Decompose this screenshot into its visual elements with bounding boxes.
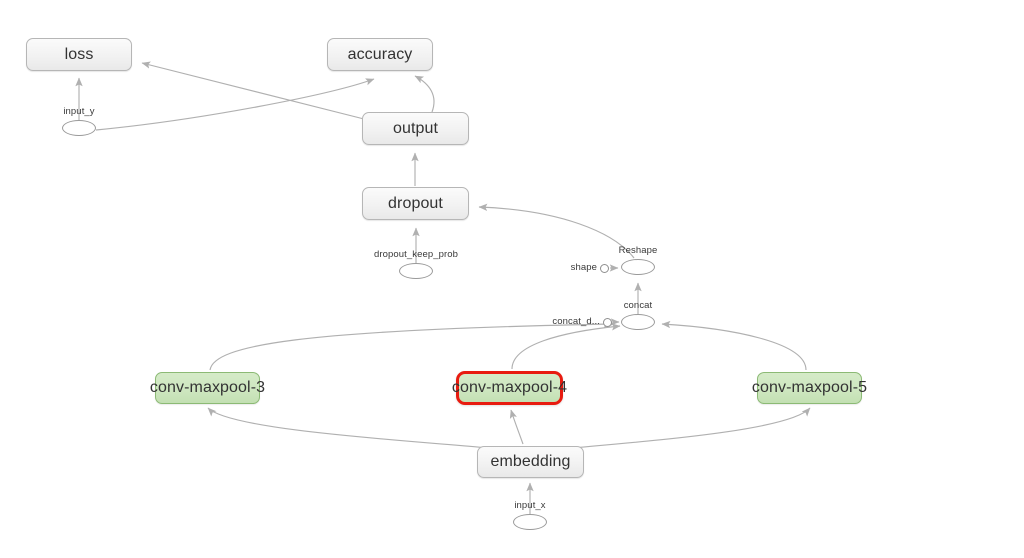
- op-node-Reshape[interactable]: [621, 259, 655, 275]
- graph-node-label: loss: [64, 45, 94, 63]
- graph-edge[interactable]: [511, 323, 621, 370]
- graph-edge[interactable]: [207, 407, 490, 449]
- graph-node-label: conv-maxpool-3: [149, 379, 266, 396]
- op-node-label-input_x: input_x: [514, 500, 546, 511]
- graph-node-dropout[interactable]: dropout: [362, 187, 469, 220]
- graph-edge[interactable]: [509, 409, 524, 445]
- const-node-label-shape: shape: [570, 262, 597, 273]
- graph-edge[interactable]: [661, 320, 807, 371]
- graph-edge[interactable]: [95, 78, 375, 131]
- op-node-dropout_keep_prob[interactable]: [399, 263, 433, 279]
- op-node-label-input_y: input_y: [63, 106, 95, 117]
- op-node-label-concat: concat: [623, 300, 653, 311]
- graph-node-label: output: [392, 119, 439, 137]
- op-node-input_x[interactable]: [513, 514, 547, 530]
- const-node-label-concat_dim: concat_d...: [552, 316, 600, 327]
- graph-edge[interactable]: [478, 203, 635, 259]
- const-node-concat_dim[interactable]: [602, 317, 612, 327]
- graph-edge[interactable]: [571, 407, 811, 449]
- graph-node-output[interactable]: output: [362, 112, 469, 145]
- graph-node-label: accuracy: [347, 45, 413, 63]
- op-node-label-Reshape: Reshape: [618, 245, 658, 256]
- graph-node-conv-maxpool-4[interactable]: conv-maxpool-4: [452, 371, 567, 405]
- graph-node-conv-maxpool-5[interactable]: conv-maxpool-5: [752, 372, 867, 404]
- const-node-shape[interactable]: [599, 263, 609, 273]
- graph-node-label: dropout: [388, 194, 443, 212]
- op-node-concat[interactable]: [621, 314, 655, 330]
- graph-node-loss[interactable]: loss: [26, 38, 132, 71]
- graph-node-label: conv-maxpool-5: [751, 379, 868, 396]
- op-node-input_y[interactable]: [62, 120, 96, 136]
- graph-edge[interactable]: [209, 320, 613, 371]
- graph-edge[interactable]: [141, 61, 365, 120]
- graph-edge[interactable]: [414, 75, 435, 113]
- edges-group: [75, 61, 811, 514]
- op-node-label-dropout_keep_prob: dropout_keep_prob: [373, 249, 459, 260]
- graph-node-label: conv-maxpool-4: [451, 379, 568, 396]
- graph-node-embedding[interactable]: embedding: [477, 446, 584, 478]
- graph-node-label: embedding: [490, 453, 571, 470]
- graph-node-accuracy[interactable]: accuracy: [327, 38, 433, 71]
- graph-node-conv-maxpool-3[interactable]: conv-maxpool-3: [150, 372, 265, 404]
